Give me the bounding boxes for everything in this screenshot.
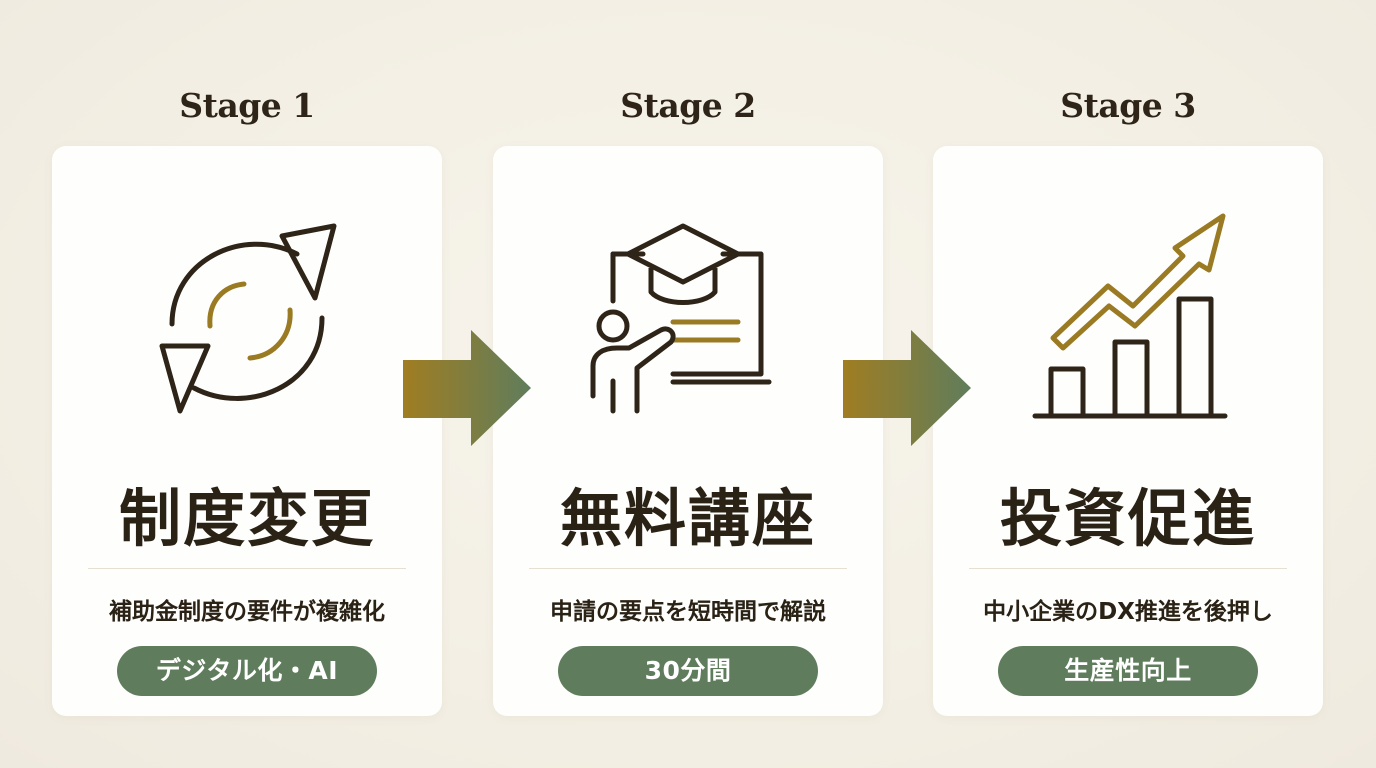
teacher-graduation-icon bbox=[493, 206, 883, 436]
stage-2-card: 無料講座 申請の要点を短時間で解説 30分間 bbox=[493, 146, 883, 716]
stage-2-description: 申請の要点を短時間で解説 bbox=[550, 599, 826, 625]
stage-3-card: 投資促進 中小企業のDX推進を後押し 生産性向上 bbox=[933, 146, 1323, 716]
stage-3-label: Stage 3 bbox=[1060, 86, 1196, 125]
flow-arrow-icon bbox=[403, 330, 531, 446]
stage-1-tag: デジタル化・AI bbox=[117, 646, 377, 696]
stage-1-heading: 制度変更 bbox=[118, 482, 375, 555]
refresh-cycle-icon bbox=[52, 206, 442, 436]
stage-2-heading: 無料講座 bbox=[559, 482, 816, 555]
divider bbox=[529, 568, 847, 569]
stage-2-label: Stage 2 bbox=[620, 86, 756, 125]
divider bbox=[88, 568, 406, 569]
growth-chart-icon bbox=[933, 206, 1323, 436]
stage-3-heading: 投資促進 bbox=[999, 482, 1256, 555]
stage-1-label: Stage 1 bbox=[179, 86, 315, 125]
divider bbox=[969, 568, 1287, 569]
flow-arrow-icon bbox=[843, 330, 971, 446]
stage-1-description: 補助金制度の要件が複雑化 bbox=[109, 599, 385, 625]
stage-2-tag: 30分間 bbox=[558, 646, 818, 696]
stage-1-card: 制度変更 補助金制度の要件が複雑化 デジタル化・AI bbox=[52, 146, 442, 716]
stage-3-description: 中小企業のDX推進を後押し bbox=[983, 599, 1273, 625]
stage-3-tag: 生産性向上 bbox=[998, 646, 1258, 696]
